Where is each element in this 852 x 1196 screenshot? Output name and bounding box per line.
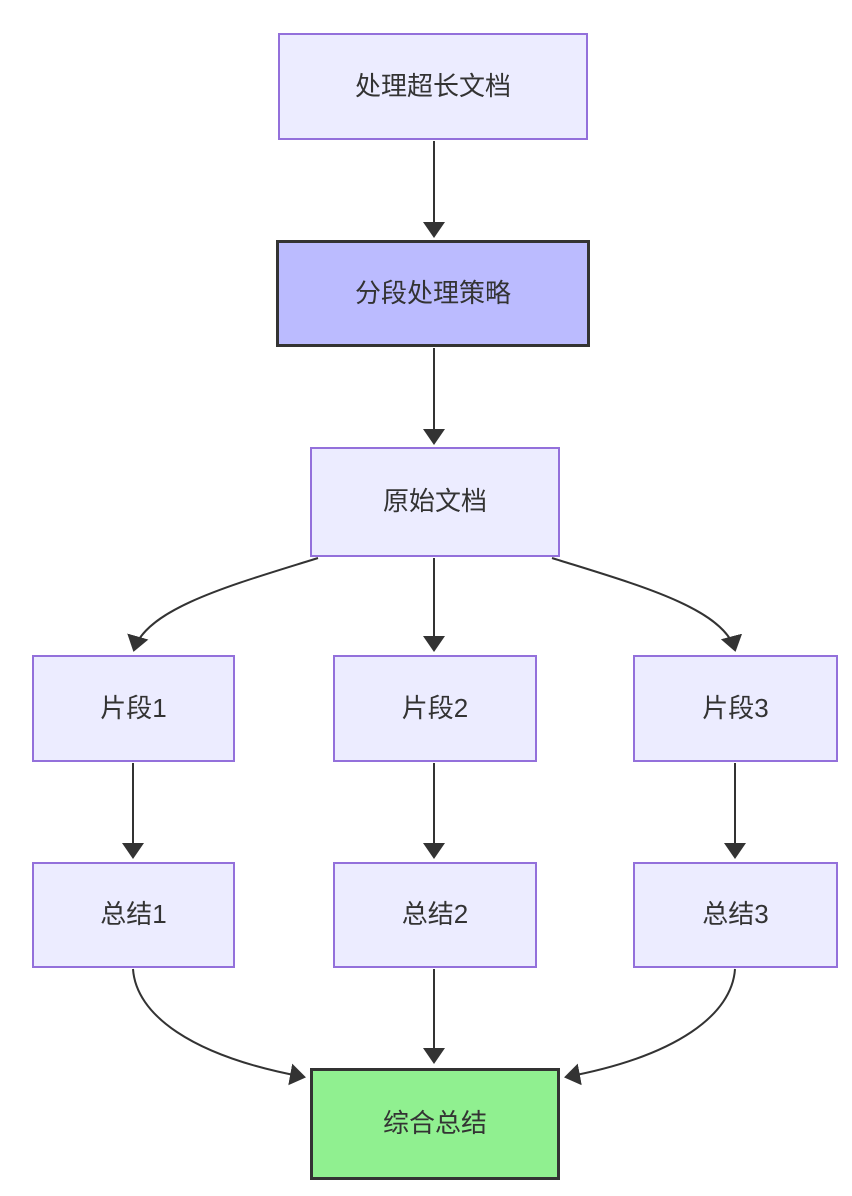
node-label: 总结1 [100,899,167,930]
node-label: 总结3 [702,899,769,930]
node-label: 处理超长文档 [354,70,511,101]
node-label: 分段处理策略 [354,277,511,308]
edge-c-to-d3 [551,557,743,652]
node-label: 综合总结 [382,1108,487,1139]
node-fragment-3: 片段3 [633,655,838,762]
edge-c-to-d1 [127,557,319,652]
node-label: 片段1 [100,692,167,723]
node-summary-3: 总结3 [633,862,838,968]
node-label: 原始文档 [382,486,487,517]
node-process-long-document: 处理超长文档 [278,33,588,140]
edge-e3-to-f [564,968,736,1086]
node-fragment-2: 片段2 [333,655,537,762]
node-segmentation-strategy: 分段处理策略 [276,240,590,347]
node-original-document: 原始文档 [310,447,560,557]
edge-e1-to-f [132,968,306,1086]
node-label: 片段3 [702,692,769,723]
node-label: 总结2 [401,899,469,930]
node-summary-2: 总结2 [333,862,537,968]
node-summary-1: 总结1 [32,862,235,968]
node-combined-summary: 综合总结 [310,1068,560,1180]
node-fragment-1: 片段1 [32,655,235,762]
node-label: 片段2 [401,692,469,723]
